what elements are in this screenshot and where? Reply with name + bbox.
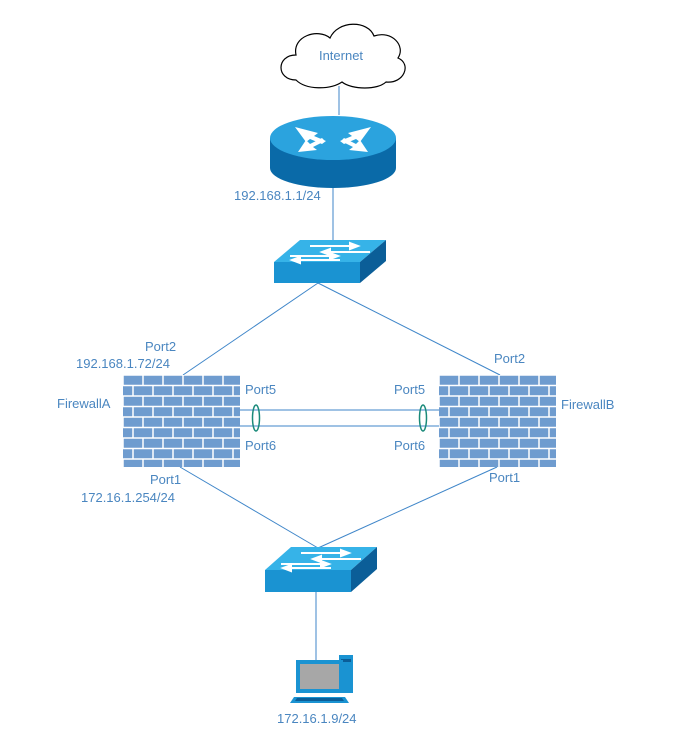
link-switch-firewalla [182, 282, 319, 376]
cloud-label: Internet [319, 48, 363, 63]
firewalla-port1-ip: 172.16.1.254/24 [81, 490, 175, 505]
firewall-b [418, 375, 556, 467]
firewalla-port2-ip: 192.168.1.72/24 [76, 356, 170, 371]
firewallb-port6-label: Port6 [394, 438, 425, 453]
pc-ip: 172.16.1.9/24 [277, 711, 357, 726]
switch-icon [274, 240, 386, 283]
link-switch-firewallb [317, 282, 501, 376]
router-icon [270, 116, 396, 188]
computer-icon [290, 655, 353, 703]
firewallb-port5-label: Port5 [394, 382, 425, 397]
lag-ring-icon [251, 404, 261, 432]
top-switch [274, 240, 386, 283]
firewalla-name: FirewallA [57, 396, 111, 411]
lag-ring-icon [418, 404, 428, 432]
firewall-icon [123, 375, 240, 467]
bottom-switch [265, 547, 377, 592]
firewalla-port5-label: Port5 [245, 382, 276, 397]
firewalla-port1-label: Port1 [150, 472, 181, 487]
firewall-icon [439, 375, 556, 467]
firewalla-port6-label: Port6 [245, 438, 276, 453]
cloud-icon [280, 23, 406, 89]
switch-icon [265, 547, 377, 592]
links [179, 86, 501, 660]
firewallb-port1-label: Port1 [489, 470, 520, 485]
firewallb-name: FirewallB [561, 397, 614, 412]
computer [290, 655, 353, 703]
firewalla-port2-label: Port2 [145, 339, 176, 354]
link-firewallb-bottomswitch [317, 466, 498, 549]
firewall-a [123, 375, 261, 467]
firewallb-port2-label: Port2 [494, 351, 525, 366]
link-firewalla-bottomswitch [179, 466, 319, 549]
router-ip: 192.168.1.1/24 [234, 188, 321, 203]
